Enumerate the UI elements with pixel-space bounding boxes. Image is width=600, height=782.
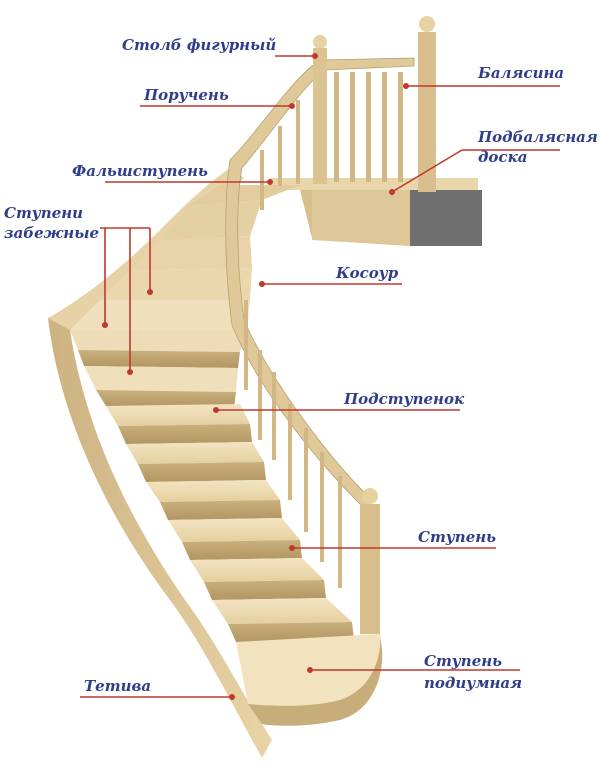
balusters-shape	[244, 72, 403, 588]
label-winder-steps-line1: Ступени	[4, 204, 84, 222]
label-false-step: Фальшступень	[72, 162, 208, 180]
label-podium-step-line2: подиумная	[424, 674, 523, 692]
label-baluster-board-line1: Подбалясная	[478, 128, 598, 146]
label-riser: Подступенок	[344, 390, 465, 408]
label-handrail: Поручень	[144, 86, 229, 104]
label-newel-post: Столб фигурный	[122, 36, 277, 54]
label-baluster: Балясина	[478, 64, 565, 82]
label-step: Ступень	[418, 528, 497, 546]
label-podium-step-line1: Ступень	[424, 652, 503, 670]
winder-steps-shape	[70, 185, 300, 408]
newel-posts-shape	[313, 16, 436, 634]
label-baluster-board-line2: доска	[478, 148, 528, 166]
label-winder-steps-line2: забежные	[4, 224, 99, 242]
leader-lines	[80, 55, 560, 698]
label-stringer: Косоур	[336, 264, 399, 282]
label-side-stringer: Тетива	[84, 677, 152, 695]
straight-steps-shape	[106, 404, 383, 726]
leader-dots	[102, 53, 409, 700]
landing-platform	[270, 178, 482, 246]
